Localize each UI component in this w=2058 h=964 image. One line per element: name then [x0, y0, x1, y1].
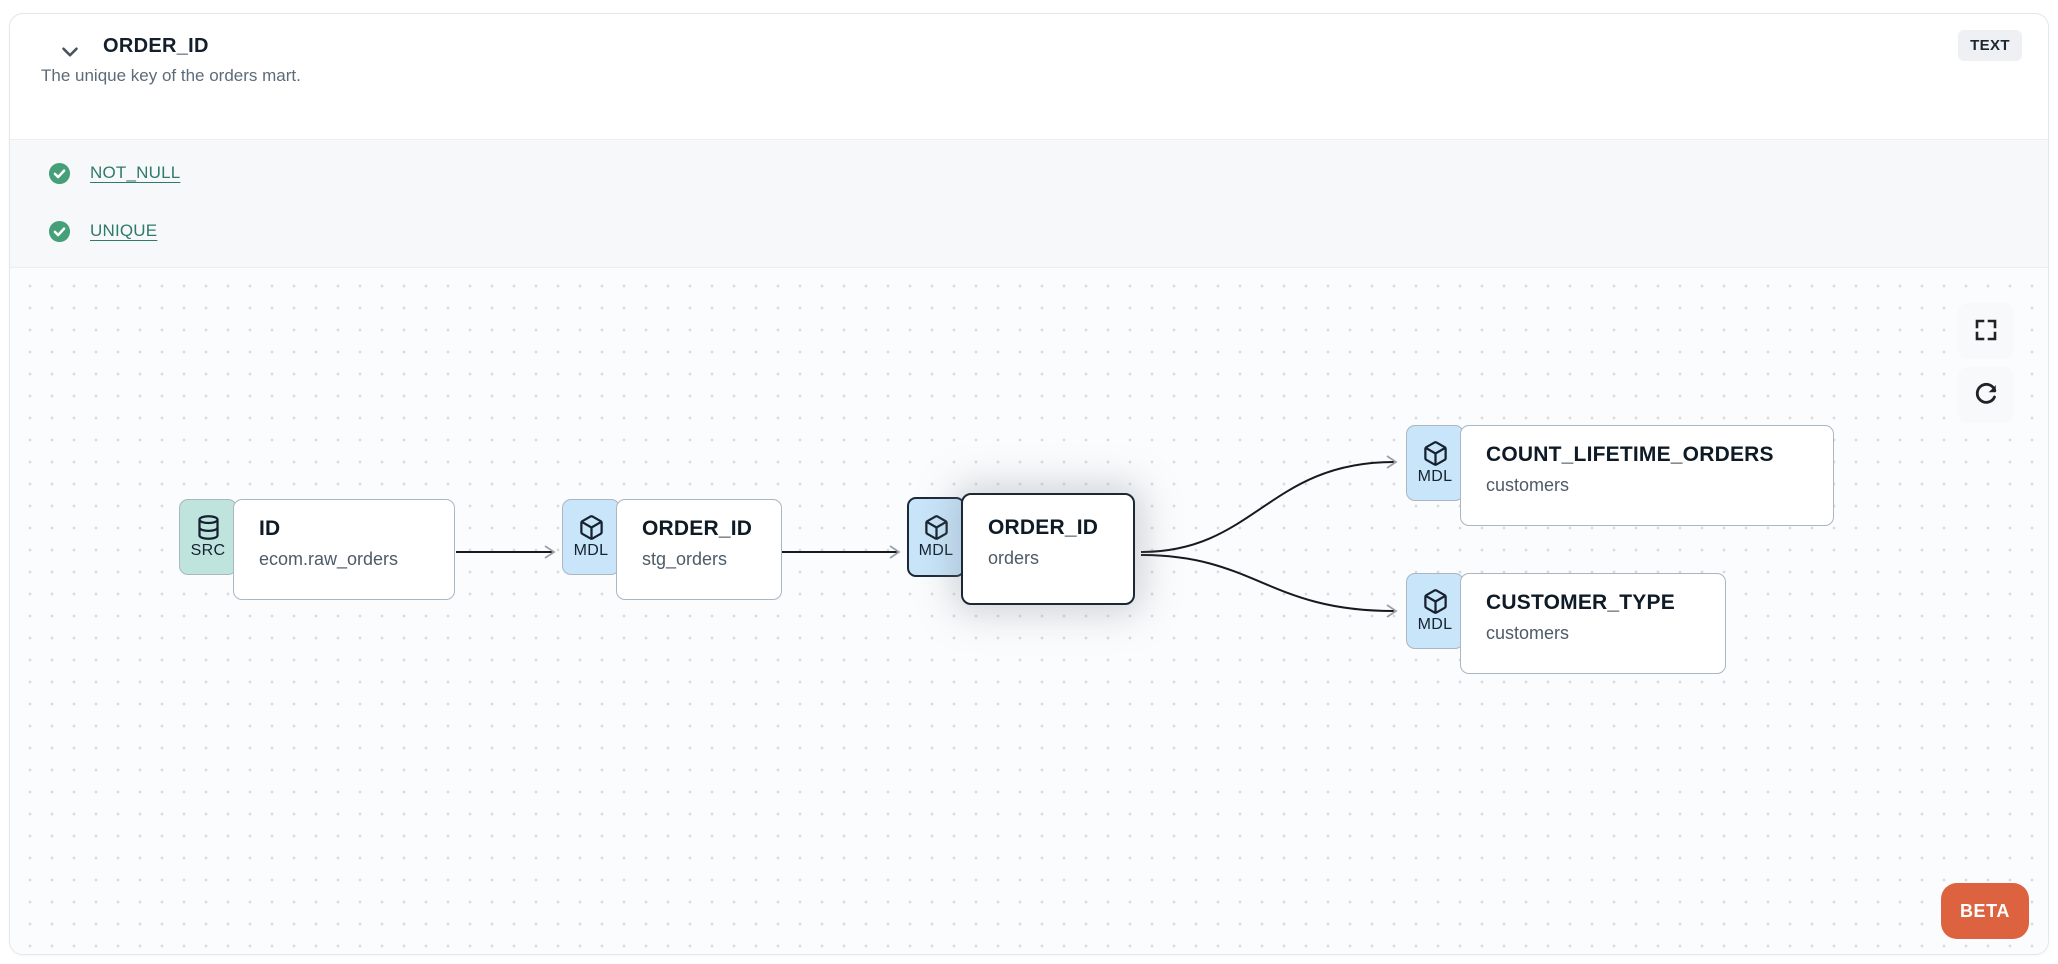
lineage-edges	[456, 455, 1398, 618]
node-title: ORDER_ID	[988, 516, 1099, 539]
node-card: ID ecom.raw_orders	[233, 499, 455, 600]
node-title: ID	[259, 517, 281, 540]
refresh-icon	[1974, 382, 1998, 409]
model-badge: MDL	[562, 499, 620, 575]
cube-icon	[923, 514, 950, 541]
cube-icon	[578, 514, 605, 541]
chevron-down-icon[interactable]	[57, 39, 83, 65]
cube-icon	[1422, 440, 1449, 467]
node-card: COUNT_LIFETIME_ORDERS customers	[1460, 425, 1834, 526]
column-type-badge: TEXT	[1958, 30, 2022, 61]
source-badge: SRC	[179, 499, 237, 575]
cube-icon	[1422, 588, 1449, 615]
lineage-node-count-lifetime-orders[interactable]: MDL COUNT_LIFETIME_ORDERS customers	[1406, 425, 1834, 526]
test-row: UNIQUE	[48, 219, 2048, 243]
column-details-panel: ORDER_ID TEXT The unique key of the orde…	[9, 13, 2049, 955]
node-card: ORDER_ID stg_orders	[616, 499, 782, 600]
check-circle-icon	[48, 220, 71, 243]
node-title: COUNT_LIFETIME_ORDERS	[1486, 443, 1774, 466]
column-title: ORDER_ID	[103, 35, 209, 57]
node-subtitle: customers	[1486, 623, 1570, 643]
lineage-node-stg-orders[interactable]: MDL ORDER_ID stg_orders	[562, 499, 782, 600]
lineage-node-customer-type[interactable]: MDL CUSTOMER_TYPE customers	[1406, 573, 1726, 674]
node-subtitle: ecom.raw_orders	[259, 549, 399, 569]
lineage-node-orders-selected[interactable]: MDL ORDER_ID orders	[907, 493, 1135, 605]
fullscreen-button[interactable]	[1958, 303, 2014, 359]
model-badge: MDL	[907, 497, 965, 577]
lineage-canvas[interactable]: SRC ID ecom.raw_orders MDL ORDER_ID stg_…	[10, 268, 2048, 954]
node-subtitle: customers	[1486, 475, 1570, 495]
refresh-button[interactable]	[1958, 367, 2014, 423]
test-row: NOT_NULL	[48, 161, 2048, 185]
database-icon	[195, 514, 222, 541]
fullscreen-icon	[1974, 318, 1998, 345]
model-badge: MDL	[1406, 425, 1464, 501]
column-description: The unique key of the orders mart.	[41, 66, 301, 85]
check-circle-icon	[48, 162, 71, 185]
model-badge: MDL	[1406, 573, 1464, 649]
test-link-not-null[interactable]: NOT_NULL	[90, 163, 181, 182]
node-card: ORDER_ID orders	[961, 493, 1135, 605]
node-subtitle: stg_orders	[642, 549, 728, 569]
beta-badge: BETA	[1941, 883, 2029, 939]
tests-section: NOT_NULL UNIQUE	[10, 139, 2048, 268]
node-subtitle: orders	[988, 548, 1040, 568]
node-title: CUSTOMER_TYPE	[1486, 591, 1675, 614]
test-link-unique[interactable]: UNIQUE	[90, 221, 158, 240]
lineage-node-source[interactable]: SRC ID ecom.raw_orders	[179, 499, 455, 600]
node-card: CUSTOMER_TYPE customers	[1460, 573, 1726, 674]
node-title: ORDER_ID	[642, 517, 753, 540]
